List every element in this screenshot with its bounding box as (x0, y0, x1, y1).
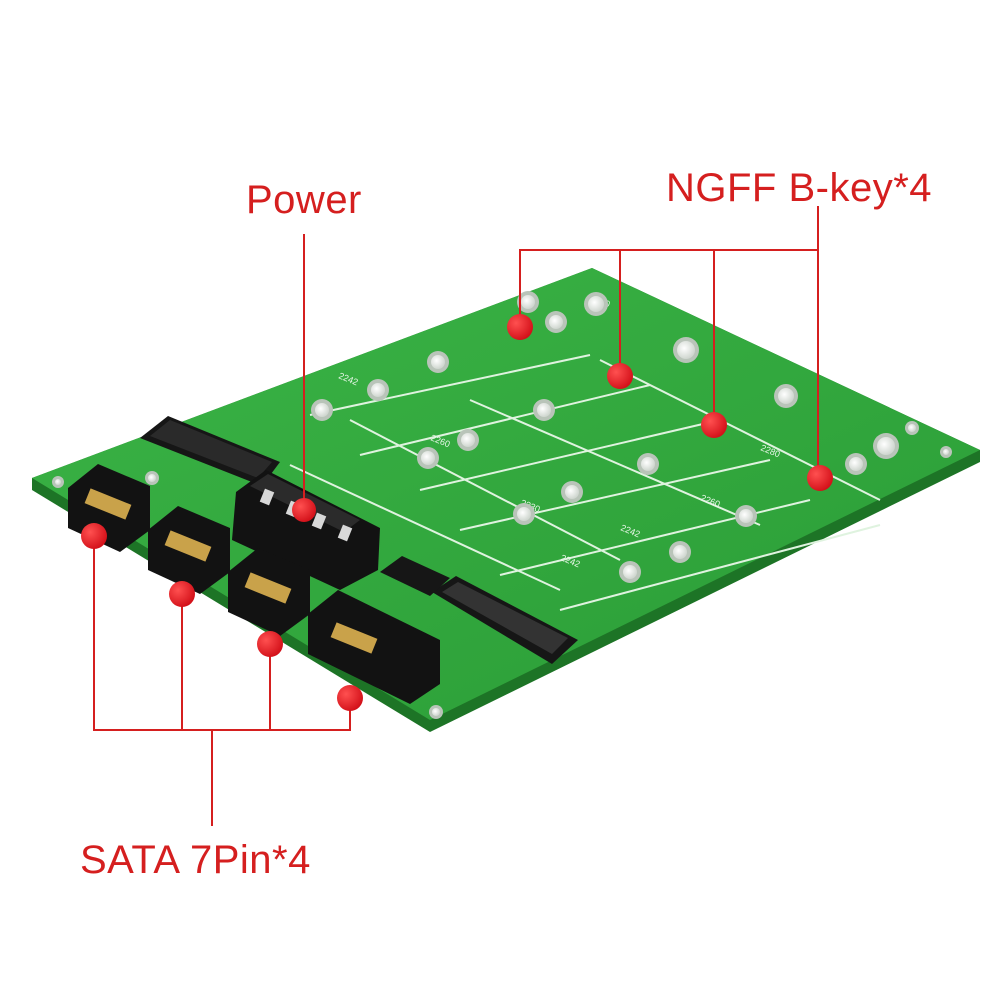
sata-marker-2 (169, 581, 195, 607)
ngff-marker-3 (701, 412, 727, 438)
power-marker (292, 498, 316, 522)
sata-callout-label: SATA 7Pin*4 (80, 838, 311, 882)
sata-marker-1 (81, 523, 107, 549)
sata-connector-4 (308, 590, 440, 704)
ngff-slot-connectors (140, 416, 578, 664)
pcb-board: 2242 2260 2230 2242 2242 2260 2280 2280 (32, 268, 980, 732)
ngff-marker-4 (807, 465, 833, 491)
ngff-callout-label: NGFF B-key*4 (666, 166, 933, 210)
sata-connector-3 (228, 548, 310, 636)
power-callout-label: Power (246, 178, 362, 222)
sata-connector-2 (148, 506, 230, 594)
callout-dots (81, 314, 833, 711)
ngff-marker-1 (507, 314, 533, 340)
standoff-holes (52, 291, 952, 719)
sata-marker-4 (337, 685, 363, 711)
ngff-marker-2 (607, 363, 633, 389)
silkscreen-lines (289, 354, 881, 611)
callout-lines (93, 206, 819, 826)
sata-marker-3 (257, 631, 283, 657)
